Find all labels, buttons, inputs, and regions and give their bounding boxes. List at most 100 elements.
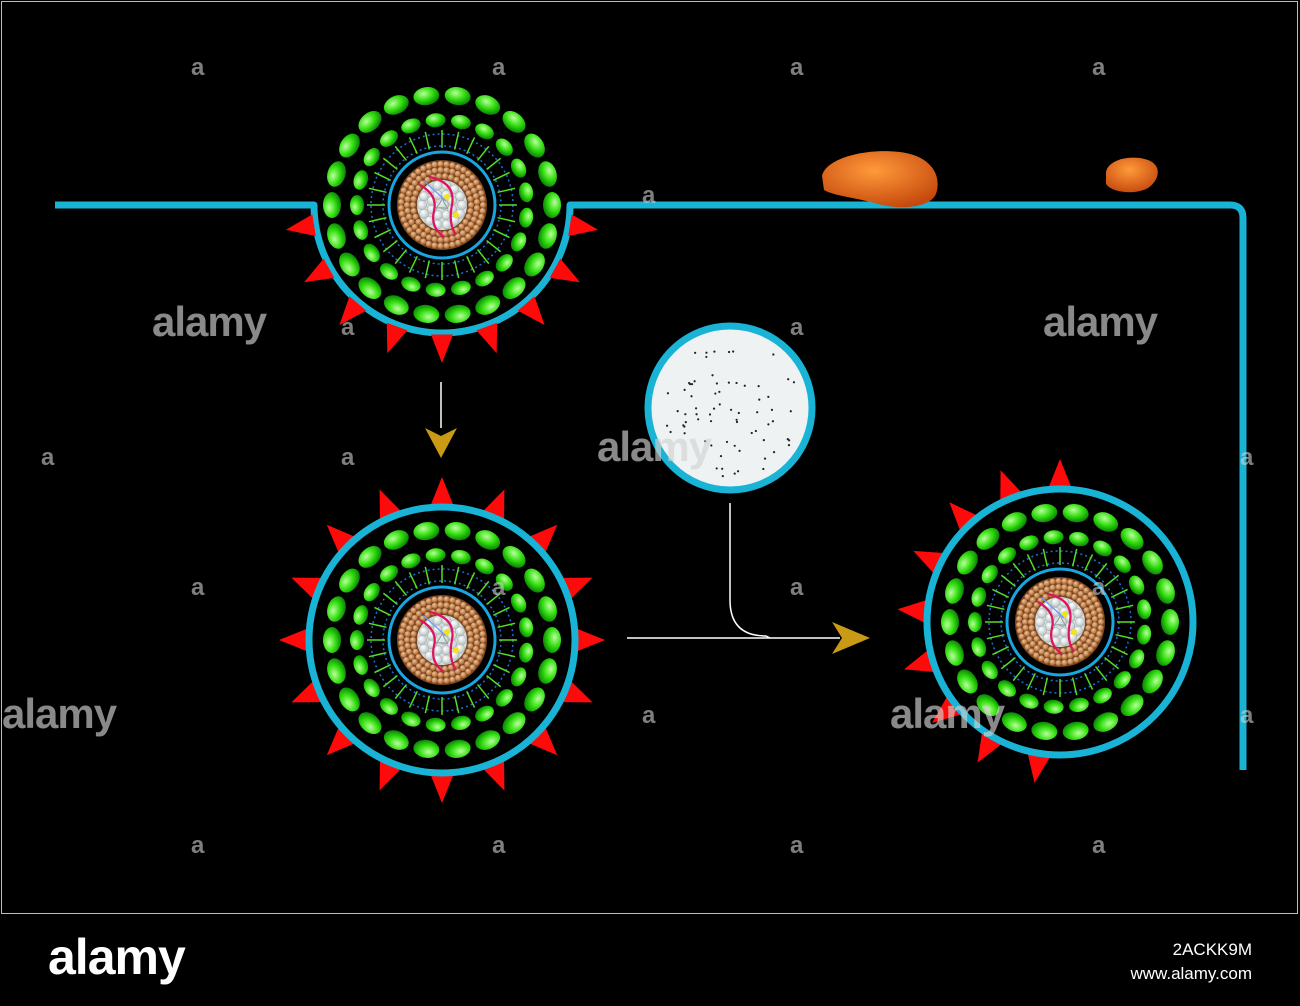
matrix-protein xyxy=(451,549,471,565)
matrix-protein xyxy=(1031,721,1058,740)
matrix-protein xyxy=(413,304,440,323)
matrix-protein xyxy=(1062,504,1089,523)
matrix-protein xyxy=(444,87,471,106)
matrix-protein xyxy=(323,192,341,218)
host-cell-membrane xyxy=(55,201,1247,770)
matrix-protein xyxy=(475,123,494,140)
matrix-protein xyxy=(475,95,501,115)
spike-protein xyxy=(977,732,1002,763)
matrix-protein xyxy=(524,568,545,593)
matrix-protein xyxy=(495,138,513,156)
matrix-protein xyxy=(538,223,557,249)
matrix-protein xyxy=(1019,535,1039,551)
matrix-protein xyxy=(1043,699,1064,714)
virus-particle-entering xyxy=(897,459,1197,783)
matrix-protein xyxy=(510,158,527,178)
matrix-protein xyxy=(380,565,398,582)
matrix-protein xyxy=(339,133,360,158)
matrix-protein xyxy=(401,118,421,134)
host-membrane-protein-icon xyxy=(822,151,938,208)
matrix-protein xyxy=(350,195,364,215)
matrix-protein xyxy=(353,220,369,240)
spike-protein xyxy=(339,296,367,326)
rna-strand xyxy=(1047,592,1075,653)
vesicle-icon xyxy=(644,322,816,494)
viral-core xyxy=(435,632,449,644)
matrix-protein xyxy=(1142,669,1163,694)
matrix-protein xyxy=(358,110,382,133)
matrix-protein xyxy=(475,705,494,722)
matrix-protein xyxy=(323,627,341,653)
matrix-protein xyxy=(1062,721,1089,740)
alamy-logo[interactable]: alamy xyxy=(48,929,186,985)
virus-budding-diagram xyxy=(55,87,1247,803)
site-url[interactable]: www.alamy.com xyxy=(1130,964,1252,983)
matrix-protein xyxy=(358,545,382,568)
matrix-protein xyxy=(451,715,471,731)
spike-protein xyxy=(1027,753,1051,783)
matrix-protein xyxy=(981,660,998,680)
matrix-protein xyxy=(475,270,494,287)
matrix-protein xyxy=(976,694,1000,717)
matrix-protein xyxy=(971,637,987,657)
matrix-protein xyxy=(363,582,380,602)
spike-protein xyxy=(1048,459,1072,488)
matrix-protein xyxy=(998,680,1016,697)
matrix-protein xyxy=(1161,609,1179,635)
matrix-protein xyxy=(444,522,471,541)
matrix-protein xyxy=(981,564,998,584)
virus-particle-budding xyxy=(285,87,599,363)
matrix-protein xyxy=(327,658,346,684)
matrix-protein xyxy=(1093,687,1112,704)
matrix-protein xyxy=(510,667,527,687)
matrix-protein xyxy=(1142,550,1163,575)
matrix-protein xyxy=(495,254,513,272)
matrix-protein xyxy=(383,295,409,315)
matrix-protein xyxy=(413,739,440,758)
matrix-protein xyxy=(383,730,409,750)
spike-protein xyxy=(386,322,408,354)
matrix-protein xyxy=(380,698,398,715)
matrix-protein xyxy=(518,182,534,203)
matrix-protein xyxy=(350,630,364,650)
spike-protein xyxy=(304,258,335,283)
matrix-protein xyxy=(1093,512,1119,532)
matrix-protein xyxy=(363,243,380,263)
matrix-protein xyxy=(524,687,545,712)
spike-protein xyxy=(949,502,978,532)
spike-protein xyxy=(326,524,355,553)
spike-protein xyxy=(430,334,454,363)
matrix-protein xyxy=(1156,640,1175,666)
matrix-protein xyxy=(1069,531,1089,547)
matrix-protein xyxy=(358,277,382,300)
matrix-protein xyxy=(957,669,978,694)
arrow-icon xyxy=(627,622,870,654)
connector-line xyxy=(729,503,771,639)
matrix-protein xyxy=(502,712,526,735)
matrix-protein xyxy=(1136,624,1152,645)
matrix-protein xyxy=(1128,575,1145,595)
viral-core xyxy=(435,197,449,209)
matrix-protein xyxy=(475,295,501,315)
footer-bar xyxy=(0,915,1300,1006)
viral-core xyxy=(1053,614,1067,626)
matrix-protein xyxy=(451,280,471,296)
matrix-protein xyxy=(998,547,1016,564)
matrix-protein xyxy=(1031,504,1058,523)
matrix-protein xyxy=(358,712,382,735)
matrix-protein xyxy=(1156,578,1175,604)
matrix-protein xyxy=(495,689,513,707)
matrix-protein xyxy=(502,110,526,133)
spike-protein xyxy=(897,600,927,623)
matrix-protein xyxy=(451,114,471,130)
matrix-protein xyxy=(339,687,360,712)
matrix-protein xyxy=(353,170,369,190)
matrix-protein xyxy=(538,161,557,187)
matrix-protein xyxy=(543,192,561,218)
spike-protein xyxy=(517,296,545,326)
matrix-protein xyxy=(945,578,964,604)
matrix-protein xyxy=(1136,599,1152,620)
matrix-protein xyxy=(510,232,527,252)
matrix-protein xyxy=(524,252,545,277)
matrix-protein xyxy=(327,596,346,622)
